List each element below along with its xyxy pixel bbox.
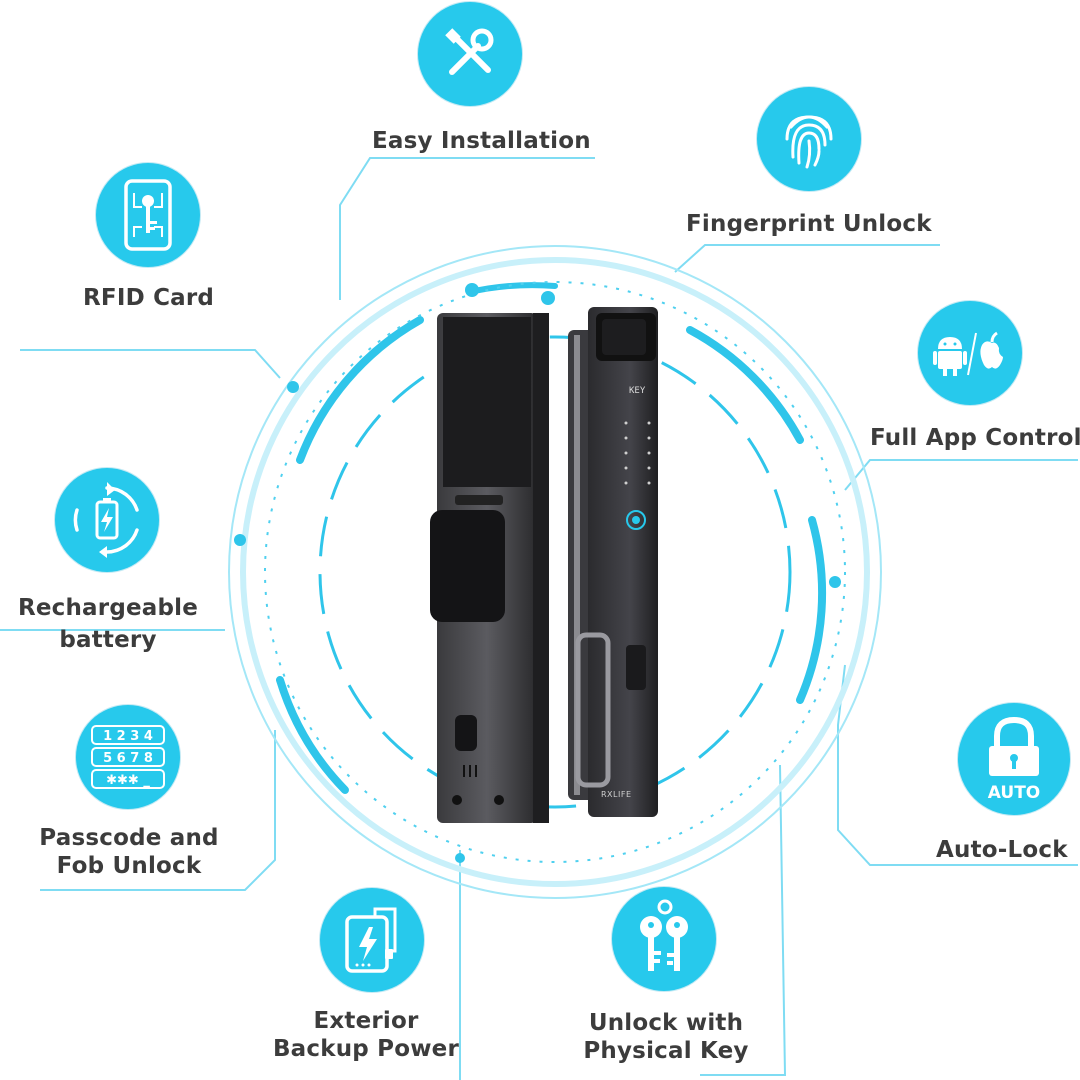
passcode-keypad-icon: 1 2 3 4 5 6 7 8 ✱✱✱ _ (76, 705, 180, 809)
android-apple-icon (918, 301, 1022, 405)
power-bank-icon (320, 888, 424, 992)
rechargeable-battery-icon (55, 468, 159, 572)
feature-physical-key: Unlock with Physical Key (576, 1009, 756, 1065)
feature-rfid-card: RFID Card (83, 285, 215, 311)
feature-passcode-line2: Fob Unlock (56, 853, 202, 879)
auto-label: AUTO (988, 783, 1041, 803)
feature-rechargeable-battery-line1: Rechargeable (17, 595, 199, 621)
lock-inner-panel (568, 307, 658, 817)
feature-rechargeable-battery: Rechargeable battery (17, 594, 199, 654)
feature-exterior-backup-power: Exterior Backup Power (265, 1007, 467, 1063)
lock-outer-panel (430, 313, 549, 823)
feature-fingerprint-unlock: Fingerprint Unlock (686, 211, 932, 237)
feature-full-app-control: Full App Control (870, 425, 1080, 451)
fingerprint-icon (757, 87, 861, 191)
feature-exterior-line2: Backup Power (272, 1036, 460, 1062)
feature-auto-lock: Auto-Lock (936, 837, 1068, 863)
brand-text: RXLIFE (601, 790, 632, 799)
passcode-row-2: 5 6 7 8 (103, 751, 153, 766)
tools-icon (418, 2, 522, 106)
feature-passcode-line1: Passcode and (39, 825, 219, 851)
key-label: KEY (629, 386, 646, 396)
feature-passcode-fob-unlock: Passcode and Fob Unlock (30, 824, 228, 880)
feature-physical-key-line1: Unlock with (588, 1010, 744, 1036)
feature-easy-installation: Easy Installation (372, 128, 591, 154)
rfid-card-icon (96, 163, 200, 267)
feature-exterior-line1: Exterior (313, 1008, 419, 1034)
padlock-auto-icon: AUTO (958, 703, 1070, 815)
feature-rechargeable-battery-line2: battery (59, 627, 157, 653)
feature-physical-key-line2: Physical Key (583, 1038, 749, 1064)
passcode-row-1: 1 2 3 4 (103, 729, 153, 744)
keys-icon (612, 887, 716, 991)
passcode-row-3: ✱✱✱ _ (106, 773, 150, 788)
